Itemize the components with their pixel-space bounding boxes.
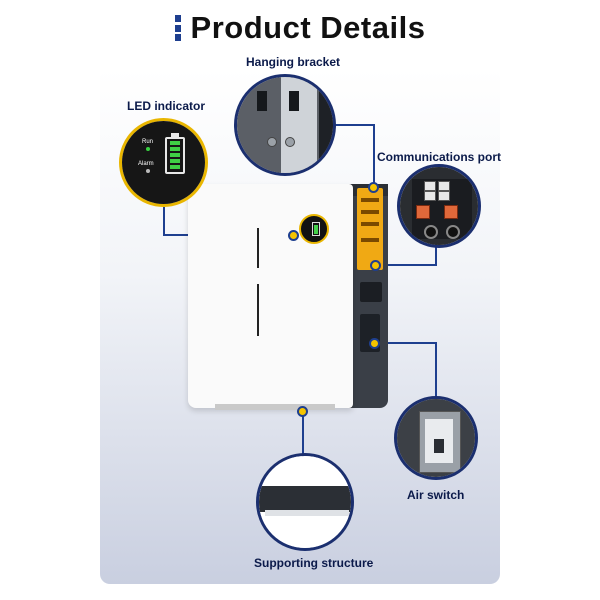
callout-dot — [369, 338, 380, 349]
handle-slot — [360, 282, 382, 302]
front-groove — [257, 284, 259, 336]
connector-line — [163, 207, 165, 235]
battery-front-panel — [188, 184, 353, 408]
dial-icon — [446, 225, 460, 239]
supporting-structure-zoom — [256, 453, 354, 551]
connector-line — [334, 124, 374, 126]
breaker-toggle-icon — [434, 439, 444, 453]
terminal-icon — [444, 205, 458, 219]
connector-line — [376, 342, 436, 344]
label-led-indicator: LED indicator — [127, 99, 206, 113]
run-label: Run — [142, 139, 154, 145]
callout-dot — [297, 406, 308, 417]
terminal-icon — [416, 205, 430, 219]
rj45-port-icon — [438, 181, 450, 191]
alarm-light-icon — [146, 169, 150, 173]
title-bar-icon — [174, 15, 181, 41]
connector-line — [302, 412, 304, 462]
led-indicator-zoom: Run Alarm — [119, 118, 208, 207]
connector-line — [378, 264, 436, 266]
run-light-icon — [146, 147, 150, 151]
rj45-port-icon — [438, 191, 450, 201]
label-communications-port: Communications port — [377, 150, 502, 164]
callout-dot — [288, 230, 299, 241]
air-switch-zoom — [394, 396, 478, 480]
battery-cap — [171, 133, 179, 137]
battery-led-indicator — [299, 214, 329, 244]
page-title: Product Details — [190, 10, 426, 45]
callout-dot — [370, 260, 381, 271]
rj45-port-icon — [424, 191, 436, 201]
screw-icon — [285, 137, 295, 147]
alarm-label: Alarm — [138, 161, 154, 167]
dial-icon — [424, 225, 438, 239]
label-hanging-bracket: Hanging bracket — [246, 55, 341, 69]
rj45-port-icon — [424, 181, 436, 191]
info-label-panel — [357, 188, 383, 270]
callout-dot — [368, 182, 379, 193]
front-groove — [257, 228, 259, 268]
screw-icon — [267, 137, 277, 147]
connector-line — [435, 244, 437, 266]
hanging-bracket-zoom — [234, 74, 336, 176]
communications-port-zoom — [397, 164, 481, 248]
battery-foot — [215, 404, 335, 410]
label-supporting-structure: Supporting structure — [254, 556, 374, 570]
connector-line — [373, 124, 375, 186]
title-area: Product Details — [0, 6, 600, 50]
label-air-switch: Air switch — [407, 488, 465, 502]
battery-level-icon — [165, 137, 185, 174]
connector-line — [435, 342, 437, 398]
